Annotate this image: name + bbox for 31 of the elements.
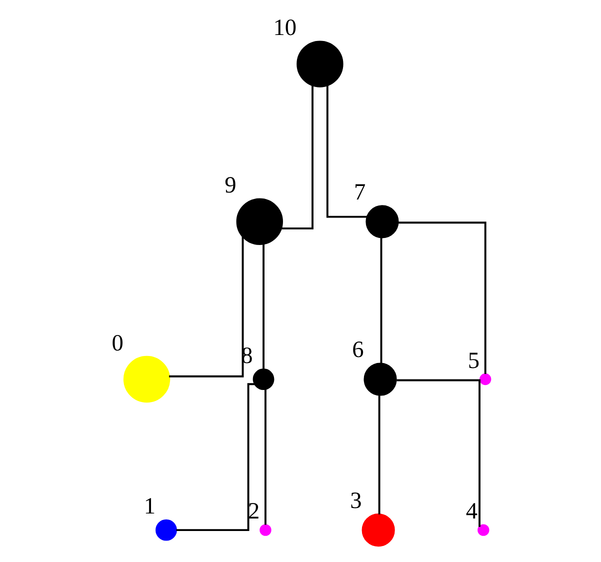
node-circle (260, 524, 272, 536)
node-label: 10 (273, 15, 297, 42)
node-circle (362, 514, 395, 547)
node-circle (123, 356, 170, 403)
connector (398, 222, 486, 374)
node-label: 6 (352, 337, 364, 364)
node-label: 5 (468, 348, 480, 374)
connector (396, 379, 480, 527)
node-circle (364, 362, 397, 396)
connector (378, 394, 380, 514)
node-label: 1 (144, 494, 156, 520)
node-label: 9 (224, 172, 236, 199)
node-label: 2 (248, 498, 260, 525)
node-label: 4 (466, 498, 478, 525)
connector (380, 237, 382, 364)
node-circle (366, 205, 399, 238)
node-circle (478, 524, 490, 536)
node-circle (156, 519, 177, 541)
connector (262, 244, 264, 370)
node-circle (252, 368, 274, 390)
node-label: 7 (354, 179, 366, 206)
connector (281, 86, 314, 230)
node-label: 3 (350, 488, 362, 514)
node-circle (236, 198, 283, 245)
connector (169, 236, 244, 378)
node-circle (296, 40, 344, 88)
connector (176, 383, 254, 532)
connector (326, 85, 368, 218)
connector (264, 389, 266, 525)
node-label: 0 (112, 330, 124, 356)
node-circle (480, 373, 492, 386)
